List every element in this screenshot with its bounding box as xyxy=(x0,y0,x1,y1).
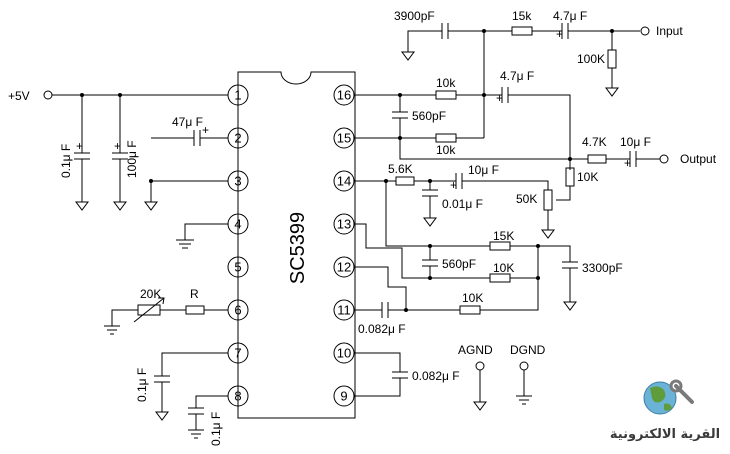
svg-text:+: + xyxy=(76,139,83,153)
input-label: Input xyxy=(656,24,683,38)
label-r-10k-15: 10k xyxy=(436,143,456,157)
pin14-network: 5.6K + 10μ F 0.01μ F 50K xyxy=(354,162,555,248)
label-r-15k-mid: 15K xyxy=(493,229,514,243)
input-network: 3900pF 15k + 4.7μ F Input 100K xyxy=(394,9,683,138)
pin-label-3: 3 xyxy=(234,174,241,189)
wrench-icon xyxy=(669,379,694,404)
label-c-01uf-pin8: 0.1μ F xyxy=(209,412,223,446)
site-logo: القرية الالكترونية xyxy=(610,379,720,442)
label-r-10k-16: 10k xyxy=(436,76,456,90)
label-c-10uf-14: 10μ F xyxy=(468,163,499,177)
pin2-network: + 47μ F xyxy=(151,115,228,146)
pin3-network xyxy=(144,179,228,211)
pin-label-15: 15 xyxy=(337,131,351,146)
label-r-10k-mid: 10K xyxy=(493,261,514,275)
svg-text:+: + xyxy=(450,178,457,192)
label-c-001uf: 0.01μ F xyxy=(442,197,483,211)
pin6-network: 20K R xyxy=(104,287,228,335)
label-c-100uf: 100μ F xyxy=(125,140,139,178)
pin13-12-11-network: 15K 3300pF 560pF 10K 0.082μ F 10K xyxy=(354,223,623,336)
label-c-0082uf-11: 0.082μ F xyxy=(358,322,406,336)
label-r-100k: 100K xyxy=(577,52,605,66)
label-pot-50k: 50K xyxy=(516,192,537,206)
supply-label: +5V xyxy=(8,89,30,103)
pin-label-10: 10 xyxy=(337,346,351,361)
label-c-560pf-mid: 560pF xyxy=(442,257,476,271)
label-c-47uf-16: 4.7μ F xyxy=(500,69,534,83)
label-c-01uf-supply: 0.1μ F xyxy=(59,144,73,178)
label-c-560pf-top: 560pF xyxy=(412,109,446,123)
pin-label-16: 16 xyxy=(337,88,351,103)
label-r-10k-11: 10K xyxy=(462,291,483,305)
pin-label-14: 14 xyxy=(337,174,351,189)
label-r-15k-input: 15k xyxy=(512,9,532,23)
label-c-3300pf: 3300pF xyxy=(582,261,623,275)
output-label: Output xyxy=(680,152,717,166)
pin-label-1: 1 xyxy=(234,88,241,103)
pin8-network: 0.1μ F xyxy=(188,395,228,446)
label-r-pin6: R xyxy=(190,287,199,301)
ic-sc5399: SC5399 xyxy=(237,71,356,419)
label-r-56k: 5.6K xyxy=(388,162,413,176)
svg-text:+: + xyxy=(202,123,209,137)
pin7-network: 0.1μ F xyxy=(135,352,228,421)
globe-icon xyxy=(643,381,677,415)
svg-text:+: + xyxy=(556,27,563,41)
pin-label-7: 7 xyxy=(234,346,241,361)
label-c-01uf-pin7: 0.1μ F xyxy=(135,368,149,402)
pin-label-6: 6 xyxy=(234,303,241,318)
label-c-47uf-input: 4.7μ F xyxy=(553,9,587,23)
logo-text: القرية الالكترونية xyxy=(610,427,720,442)
pin-label-13: 13 xyxy=(337,217,351,232)
label-c-0082uf-10: 0.082μ F xyxy=(412,369,460,383)
label-c-3900pf: 3900pF xyxy=(394,9,435,23)
label-r-10k-right: 10K xyxy=(577,170,598,184)
pin-label-11: 11 xyxy=(337,303,351,318)
pin4-network xyxy=(176,223,228,249)
supply-network: +5V + 0.1μ F + 100μ F xyxy=(8,89,228,211)
svg-text:+: + xyxy=(114,139,121,153)
chip-name: SC5399 xyxy=(287,212,309,284)
right-pins: 16 15 14 13 12 11 10 9 xyxy=(333,84,355,407)
pin-label-4: 4 xyxy=(234,217,241,232)
gnd-labels: AGND DGND xyxy=(458,343,546,411)
output-network: 4.7K + 10μ F Output 10K xyxy=(556,135,717,201)
agnd-label: AGND xyxy=(458,343,493,357)
pin10-9-network: 0.082μ F xyxy=(354,352,460,397)
pin-label-12: 12 xyxy=(337,260,351,275)
pin-label-5: 5 xyxy=(234,260,241,275)
pin-label-9: 9 xyxy=(340,389,347,404)
pin16-15-network: 10k + 4.7μ F 560pF 10k xyxy=(354,69,588,170)
label-c-10uf-out: 10μ F xyxy=(620,135,651,149)
svg-text:+: + xyxy=(496,91,503,105)
label-r-47k-out: 4.7K xyxy=(582,135,607,149)
pin-label-2: 2 xyxy=(234,131,241,146)
label-c-47uf-pin2: 47μ F xyxy=(172,115,203,129)
svg-text:+: + xyxy=(624,156,631,170)
label-pot-20k: 20K xyxy=(140,287,161,301)
dgnd-label: DGND xyxy=(510,343,546,357)
pin-label-8: 8 xyxy=(234,389,241,404)
